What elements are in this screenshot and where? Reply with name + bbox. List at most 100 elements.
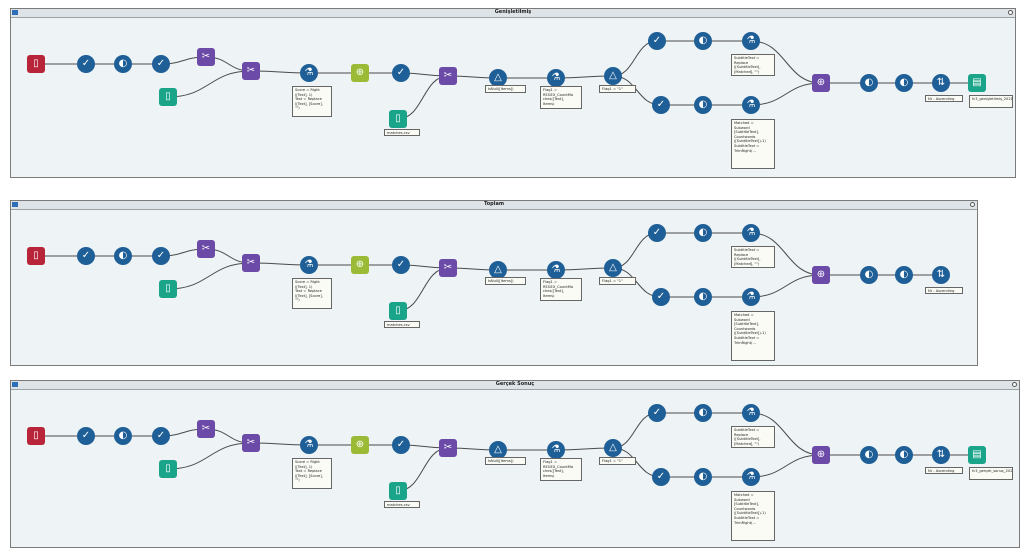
database-node-3[interactable]: ◐ [895,266,913,284]
sort-annotation[interactable]: Nr - Ascending [925,287,963,294]
select-node-1[interactable]: ✓ [77,427,95,445]
database-node-1[interactable]: ◐ [114,427,132,445]
formula-annotation-1[interactable]: Score = Right ([Text], 1) Text = Replace… [292,278,332,309]
output-annotation[interactable]: fc3_genişletilmiş_2021.csv [969,95,1013,108]
database-node-3[interactable]: ◐ [895,446,913,464]
formula-annotation-2[interactable]: Flag1 = REGEX_CountMa ches([Text], Items… [540,278,582,301]
select-node-3[interactable]: ✓ [392,256,410,274]
output-annotation[interactable]: fc3_gerçek_sonuç_2021.csv [969,467,1013,480]
input-red-node[interactable]: ▯ [27,247,45,265]
select-node-3[interactable]: ✓ [392,64,410,82]
text-node[interactable]: ⊕ [351,256,369,274]
formula-annotation-2[interactable]: Flag1 = REGEX_CountMa ches([Text], Items… [540,86,582,109]
input-green-node-2[interactable]: ▯ [389,482,407,500]
formula-annotation-3[interactable]: SubtitleText = Replace ([SubtitleText], … [731,54,775,76]
select-node-3[interactable]: ✓ [392,436,410,454]
input-green-node-2[interactable]: ▯ [389,110,407,128]
formula-node-bot[interactable]: ⚗ [742,288,760,306]
database-node-1[interactable]: ◐ [114,247,132,265]
join-node-3[interactable]: ✂ [439,259,457,277]
union-node[interactable]: ⊕ [812,266,830,284]
text-node[interactable]: ⊕ [351,64,369,82]
select-node-bot[interactable]: ✓ [652,288,670,306]
select-node-top[interactable]: ✓ [648,32,666,50]
filter-node-2[interactable]: △ [604,67,622,85]
select-node-top[interactable]: ✓ [648,404,666,422]
database-node-top[interactable]: ◐ [694,404,712,422]
database-node-top[interactable]: ◐ [694,224,712,242]
formula-node-1[interactable]: ⚗ [300,256,318,274]
filter-annotation-2[interactable]: Flag1 = "1" [599,457,636,465]
formula-annotation-3[interactable]: SubtitleText = Replace ([SubtitleText], … [731,246,775,268]
formula-annotation-4[interactable]: Matched = Subword [SubtitleText], Countw… [731,311,775,361]
database-node-2[interactable]: ◐ [860,74,878,92]
collapse-icon[interactable] [970,202,975,207]
workflow-container-1[interactable]: Genişletilmiş ▯✓◐✓✂▯✂⚗⊕✓✂▯△⚗△✓◐⚗✓◐⚗⊕◐◐⇅▤… [10,8,1016,178]
workflow-container-2[interactable]: Toplam ▯✓◐✓✂▯✂⚗⊕✓✂▯△⚗△✓◐⚗✓◐⚗⊕◐◐⇅Score = … [10,200,978,366]
container-header[interactable]: Gerçek Sonuç [11,381,1019,390]
database-node-bot[interactable]: ◐ [694,96,712,114]
filter-node-2[interactable]: △ [604,259,622,277]
formula-node-top[interactable]: ⚗ [742,32,760,50]
input-red-node[interactable]: ▯ [27,55,45,73]
formula-node-bot[interactable]: ⚗ [742,96,760,114]
collapse-icon[interactable] [1012,382,1017,387]
input-green-node-1[interactable]: ▯ [159,460,177,478]
formula-node-top[interactable]: ⚗ [742,404,760,422]
join-node-1[interactable]: ✂ [197,48,215,66]
input-annotation[interactable]: matches.csv [384,129,420,136]
filter-node-2[interactable]: △ [604,439,622,457]
database-node-2[interactable]: ◐ [860,446,878,464]
database-node-bot[interactable]: ◐ [694,468,712,486]
select-node-2[interactable]: ✓ [152,55,170,73]
formula-node-top[interactable]: ⚗ [742,224,760,242]
join-node-1[interactable]: ✂ [197,240,215,258]
collapse-icon[interactable] [1008,10,1013,15]
filter-annotation-1[interactable]: IsNull([Items]) [485,85,526,93]
database-node-3[interactable]: ◐ [895,74,913,92]
formula-annotation-1[interactable]: Score = Right ([Text], 1) Text = Replace… [292,86,332,117]
input-green-node-1[interactable]: ▯ [159,280,177,298]
select-node-1[interactable]: ✓ [77,247,95,265]
input-annotation[interactable]: matches.csv [384,501,420,508]
sort-node[interactable]: ⇅ [932,74,950,92]
join-node-2[interactable]: ✂ [242,62,260,80]
formula-node-1[interactable]: ⚗ [300,436,318,454]
formula-node-2[interactable]: ⚗ [547,441,565,459]
input-red-node[interactable]: ▯ [27,427,45,445]
formula-node-bot[interactable]: ⚗ [742,468,760,486]
formula-annotation-1[interactable]: Score = Right ([Text], 1) Text = Replace… [292,458,332,489]
container-header[interactable]: Genişletilmiş [11,9,1015,18]
text-node[interactable]: ⊕ [351,436,369,454]
sort-annotation[interactable]: Nr - Ascending [925,95,963,102]
input-annotation[interactable]: matches.csv [384,321,420,328]
container-header[interactable]: Toplam [11,201,977,210]
formula-annotation-4[interactable]: Matched = Subword [SubtitleText], Countw… [731,119,775,169]
database-node-bot[interactable]: ◐ [694,288,712,306]
union-node[interactable]: ⊕ [812,446,830,464]
input-green-node-1[interactable]: ▯ [159,88,177,106]
database-node-2[interactable]: ◐ [860,266,878,284]
filter-annotation-1[interactable]: IsNull([Items]) [485,277,526,285]
filter-node-1[interactable]: △ [489,69,507,87]
select-node-bot[interactable]: ✓ [652,96,670,114]
database-node-top[interactable]: ◐ [694,32,712,50]
join-node-2[interactable]: ✂ [242,254,260,272]
input-green-node-2[interactable]: ▯ [389,302,407,320]
output-node[interactable]: ▤ [968,74,986,92]
formula-node-2[interactable]: ⚗ [547,261,565,279]
formula-annotation-3[interactable]: SubtitleText = Replace ([SubtitleText], … [731,426,775,448]
filter-annotation-1[interactable]: IsNull([Items]) [485,457,526,465]
output-node[interactable]: ▤ [968,446,986,464]
filter-annotation-2[interactable]: Flag1 = "1" [599,85,636,93]
sort-node[interactable]: ⇅ [932,446,950,464]
select-node-top[interactable]: ✓ [648,224,666,242]
sort-node[interactable]: ⇅ [932,266,950,284]
select-node-bot[interactable]: ✓ [652,468,670,486]
workflow-container-3[interactable]: Gerçek Sonuç ▯✓◐✓✂▯✂⚗⊕✓✂▯△⚗△✓◐⚗✓◐⚗⊕◐◐⇅▤S… [10,380,1020,548]
join-node-2[interactable]: ✂ [242,434,260,452]
formula-annotation-4[interactable]: Matched = Subword [SubtitleText], Countw… [731,491,775,541]
select-node-2[interactable]: ✓ [152,247,170,265]
join-node-3[interactable]: ✂ [439,67,457,85]
formula-annotation-2[interactable]: Flag1 = REGEX_CountMa ches([Text], Items… [540,458,582,481]
